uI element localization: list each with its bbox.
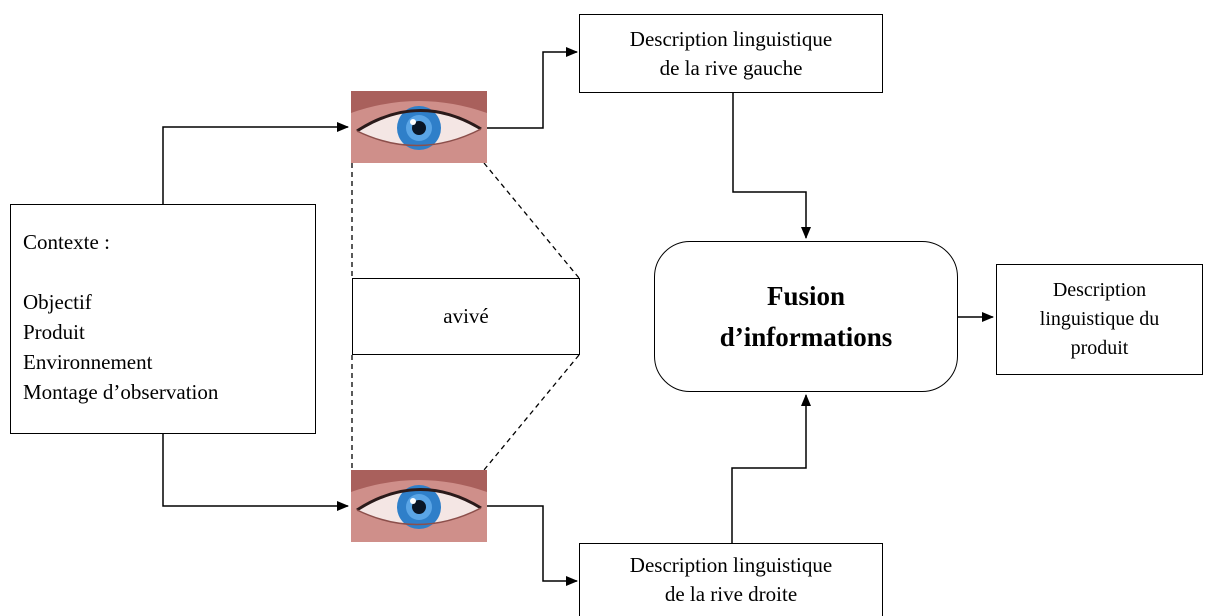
eye-icon xyxy=(351,91,487,163)
arrow-context-to-bottom-eye xyxy=(162,434,349,511)
product-description-box: Description linguistique du produit xyxy=(996,264,1203,375)
context-item-objectif: Objectif xyxy=(23,290,92,314)
arrow-left-description-to-fusion xyxy=(732,93,811,239)
left-bank-description-line2: de la rive gauche xyxy=(659,55,803,80)
fusion-box: Fusion d’informations xyxy=(654,241,958,392)
context-item-environnement: Environnement xyxy=(23,350,153,374)
left-bank-description-box: Description linguistique de la rive gauc… xyxy=(579,14,883,93)
product-description-line3: produit xyxy=(1070,337,1129,359)
dashed-line-right-top xyxy=(483,162,580,279)
right-bank-description-line2: de la rive droite xyxy=(664,582,798,606)
right-bank-description-box: Description linguistique de la rive droi… xyxy=(579,543,883,616)
dashed-line-right-bottom xyxy=(483,354,580,471)
context-item-produit: Produit xyxy=(23,320,85,344)
context-box: Contexte : Objectif Produit Environnemen… xyxy=(10,204,316,434)
arrow-right-description-to-fusion xyxy=(731,394,811,543)
fusion-title-line1: Fusion xyxy=(766,280,846,311)
eye-icon xyxy=(351,470,487,542)
product-description-line1: Description xyxy=(1052,279,1147,301)
arrow-bottom-eye-to-right-description xyxy=(487,505,578,586)
arrow-top-eye-to-left-description xyxy=(487,47,578,129)
avive-box: avivé xyxy=(352,278,580,355)
left-bank-description-line1: Description linguistique xyxy=(629,26,833,51)
product-description-line2: linguistique du xyxy=(1039,308,1160,330)
right-bank-description-line1: Description linguistique xyxy=(629,553,833,577)
avive-label: avivé xyxy=(443,304,489,328)
arrow-context-to-top-eye xyxy=(162,122,349,204)
fusion-title-line2: d’informations xyxy=(719,321,893,352)
context-heading: Contexte : xyxy=(23,230,110,254)
context-item-montage: Montage d’observation xyxy=(23,380,219,404)
